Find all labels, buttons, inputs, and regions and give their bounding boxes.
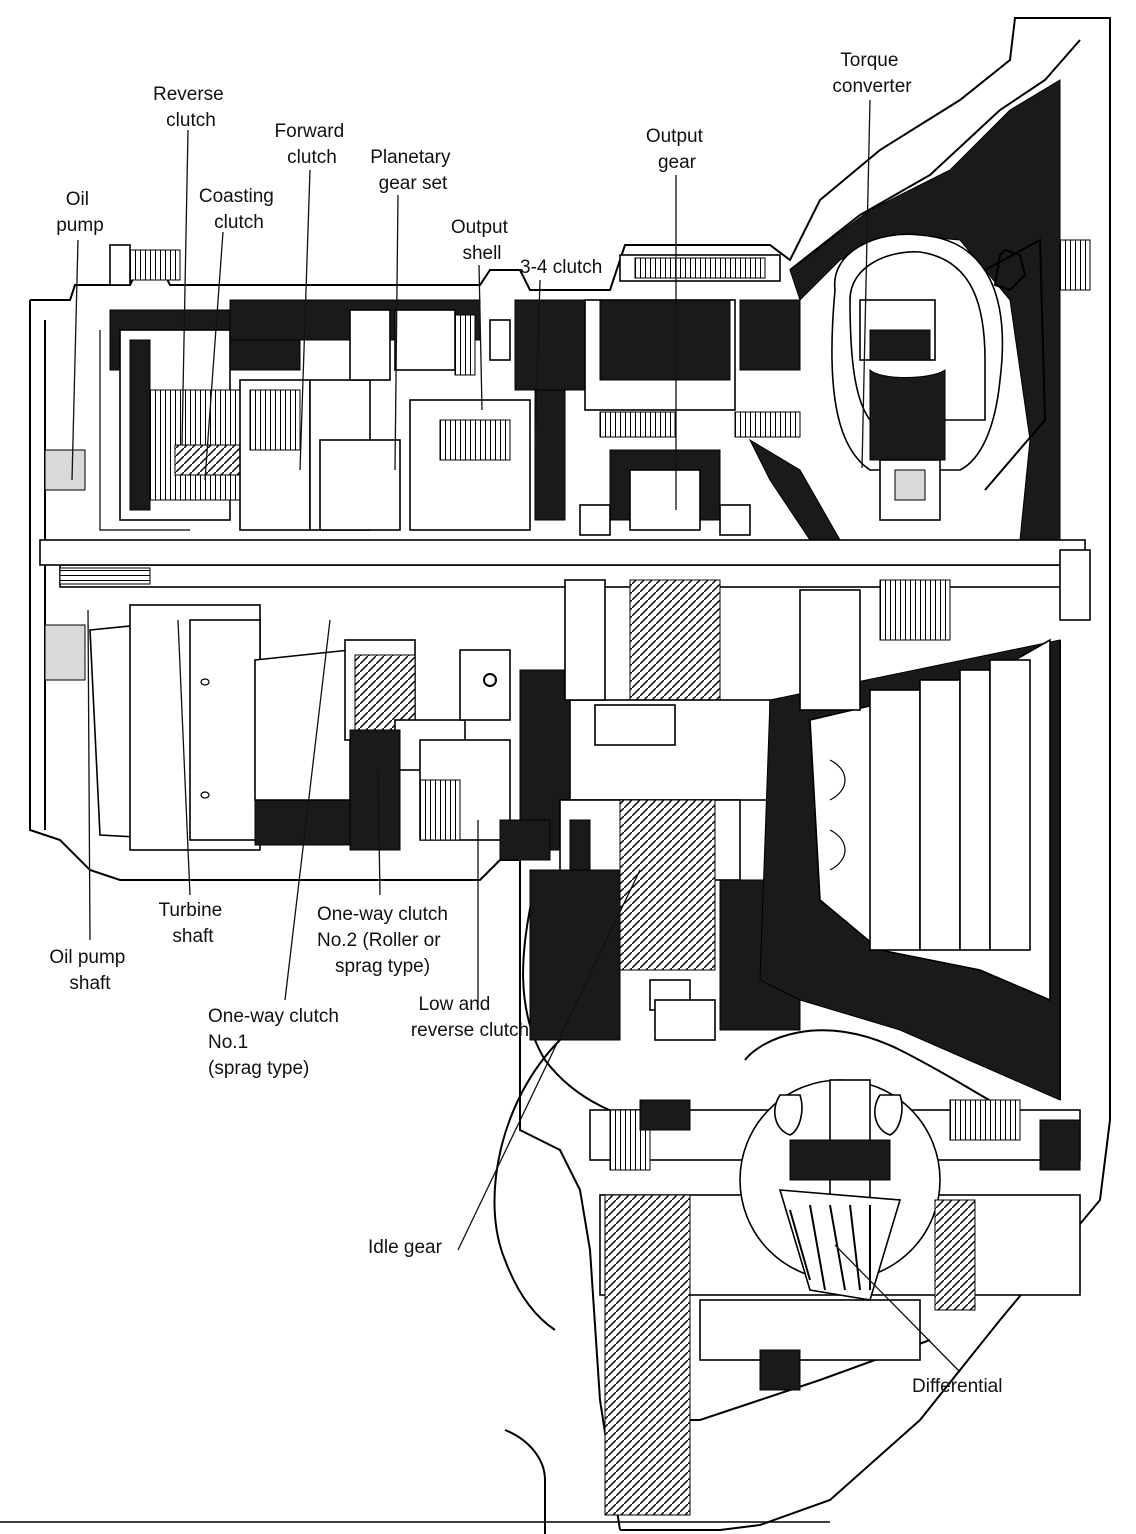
differential-assembly [589,1079,1081,1516]
label-coasting-clutch: Coasting clutch [199,186,279,233]
label-low-and-reverse-clutch: Low and reverse clutch [411,994,529,1041]
label-differential: Differential [912,1376,1002,1397]
label-one-way-clutch-no2: One-way clutch No.2 (Roller or sprag typ… [317,904,453,977]
label-oil-pump: Oil pump [56,189,104,236]
label-output-shell: Output shell [451,217,513,264]
leader-forward-clutch [299,169,311,471]
diagram-labels: Reverse clutch Forward clutch Torque con… [49,50,1002,1397]
leader-oil-pump [71,239,79,481]
lower-left-section [44,604,571,861]
housing-bolts [109,239,1091,291]
leader-reverse-clutch [181,129,189,446]
leader-3-4-clutch [534,279,541,451]
leader-idle-gear [457,869,641,1251]
leader-torque-converter [861,99,871,469]
leader-turbine-shaft [177,619,191,896]
leader-output-shell [478,264,483,411]
label-reverse-clutch: Reverse clutch [153,84,229,131]
leader-coasting-clutch [204,231,224,481]
leader-lines [71,99,961,1373]
label-oil-pump-shaft: Oil pump shaft [49,947,130,994]
label-planetary-gear-set: Planetary gear set [370,147,456,194]
label-forward-clutch: Forward clutch [275,121,350,168]
main-shaft [39,449,1091,621]
leader-one-way-clutch-no2 [377,769,381,896]
label-3-4-clutch: 3-4 clutch [520,257,602,278]
upper-clutch-section [109,299,621,531]
label-torque-converter: Torque converter [832,50,912,97]
idle-gear-section [529,579,801,1041]
label-turbine-shaft: Turbine shaft [159,900,228,947]
converter-housing-lower [759,579,1061,1101]
leader-oil-pump-shaft [87,609,91,941]
leader-planetary-gear-set [394,194,399,471]
label-output-gear: Output gear [646,126,708,173]
torque-converter-body [789,79,1061,541]
label-idle-gear: Idle gear [368,1237,443,1258]
leader-one-way-clutch-no1 [284,619,331,1001]
leader-differential [834,1244,961,1373]
label-one-way-clutch-no1: One-way clutch No.1 (sprag type) [208,1006,344,1079]
output-gear-section [579,299,841,541]
